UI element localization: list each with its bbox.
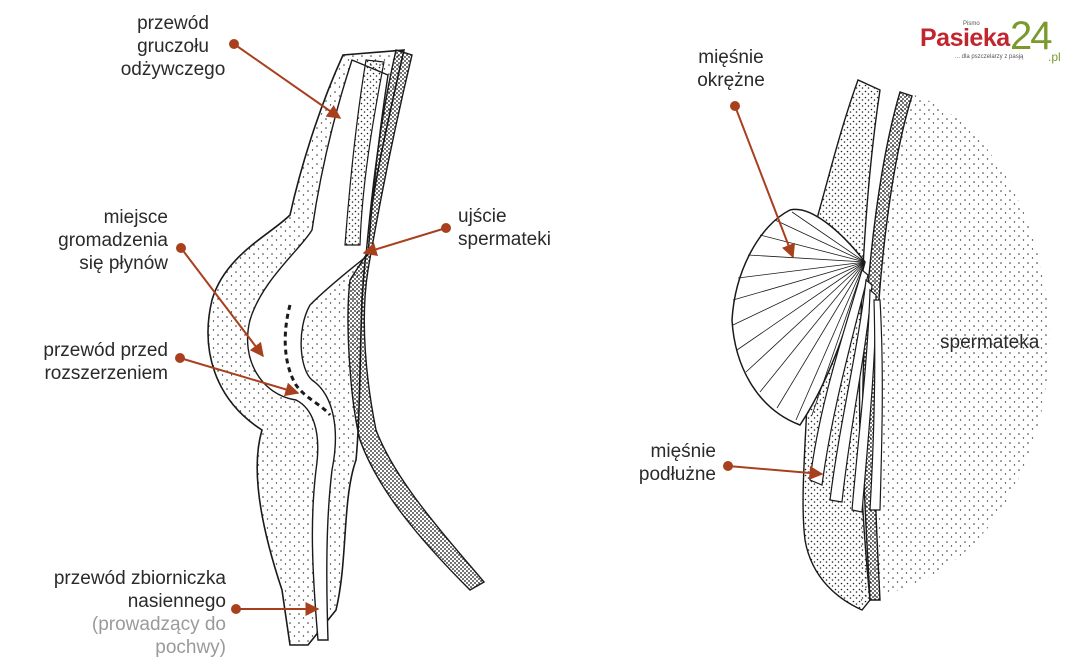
logo-tld: .pl [1048,50,1061,64]
logo-brand: Pasieka [920,24,1010,52]
label-line: nasiennego [127,591,226,612]
label-line: przewód przed [43,340,168,361]
left-anatomy-drawing [207,49,486,646]
label-line: spermateki [458,229,551,250]
circular-muscle-fan [731,208,866,426]
arrow-ujscie [362,223,451,257]
label-line: miejsce [103,207,168,228]
label-line: gromadzenia [58,230,168,251]
label-przewod-zbiorniczka: przewód zbiorniczka nasiennego (prowadzą… [4,567,226,659]
label-line: przewód zbiorniczka [53,568,226,589]
label-line: rozszerzeniem [44,363,168,384]
label-line: gruczołu [137,36,209,57]
logo-tagline: ... dla pszczelarzy z pasją [955,54,1024,60]
label-line: przewód [137,13,209,34]
arrow-miejsce-gromadzenia [176,243,264,358]
label-line: odżywczego [120,59,226,80]
label-line: się płynów [79,253,168,274]
logo-top-text: Pismo [963,21,980,27]
callout-arrows [175,39,824,616]
logo-number: 24 [1010,14,1052,58]
arrow-przewod-gruczolu [229,39,342,119]
pasieka24-logo: Pismo Pasieka 24 .pl ... dla pszczelarzy… [920,14,1070,70]
label-miesnie-okrezne: mięśnie okrężne [676,46,786,92]
label-spermateka: spermateka [940,331,1039,354]
arrow-przewod-zbiorniczka [231,602,320,616]
label-line: spermateka [940,332,1040,353]
label-line-note: pochwy) [155,637,226,658]
middle-wall-band [344,59,385,246]
label-miesnie-podluzne: mięśnie podłużne [600,440,716,486]
arrow-miesnie-podluzne [723,461,824,480]
arrow-przewod-przed [175,353,300,397]
label-line: okrężne [697,70,765,91]
label-miejsce-gromadzenia: miejsce gromadzenia się płynów [40,206,168,275]
label-przewod-gruczolu: przewód gruczołu odżywczego [108,12,238,81]
circular-muscle-strands [732,211,866,421]
arrow-miesnie-okrezne [730,101,796,259]
longitudinal-muscle-bundles [809,268,883,513]
label-line-note: (prowadzący do [91,614,226,635]
label-line: mięśnie [698,47,764,68]
label-line: podłużne [638,464,716,485]
label-line: mięśnie [650,441,716,462]
label-ujscie: ujście spermateki [458,205,588,251]
label-line: ujście [458,206,507,227]
spermatheca-sac [859,92,1050,602]
label-przewod-przed: przewód przed rozszerzeniem [6,339,168,385]
